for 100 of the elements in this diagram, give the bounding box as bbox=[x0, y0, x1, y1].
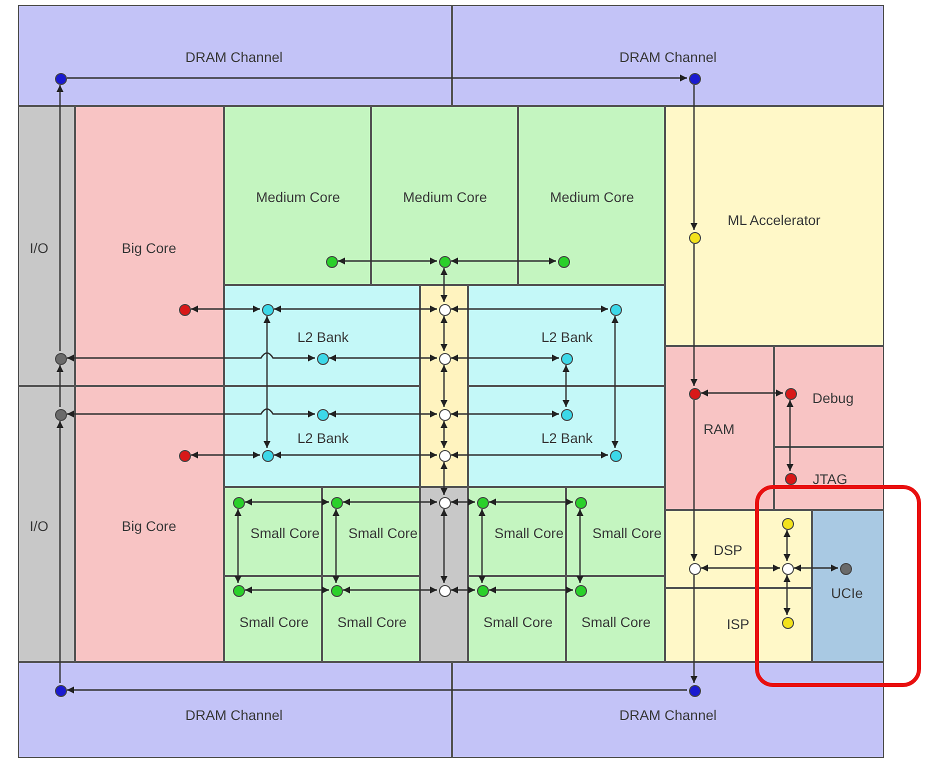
arrow bbox=[343, 586, 437, 594]
arrow bbox=[784, 530, 790, 561]
arrow bbox=[451, 354, 559, 362]
node-dot bbox=[610, 450, 622, 462]
arrow bbox=[701, 564, 780, 572]
arrow bbox=[690, 400, 698, 561]
floorplan-block bbox=[452, 5, 884, 106]
node-dot bbox=[689, 73, 701, 85]
arrow bbox=[489, 586, 573, 594]
arrow bbox=[451, 452, 608, 458]
arrow bbox=[332, 509, 340, 583]
block-label: DRAM Channel bbox=[185, 707, 283, 723]
node-dot bbox=[785, 473, 797, 485]
node-dot bbox=[439, 304, 451, 316]
arrow bbox=[489, 498, 573, 506]
arrow bbox=[191, 306, 260, 312]
node-dot bbox=[477, 497, 489, 509]
floorplan-block bbox=[420, 487, 468, 662]
block-label: L2 Bank bbox=[297, 430, 349, 446]
node-dot bbox=[785, 388, 797, 400]
arrow bbox=[67, 408, 315, 418]
node-dot bbox=[689, 685, 701, 697]
arrow bbox=[451, 410, 559, 418]
block-label: L2 Bank bbox=[297, 329, 349, 345]
arrow bbox=[56, 421, 64, 683]
node-dot bbox=[558, 256, 570, 268]
arrow bbox=[67, 74, 687, 82]
arrow bbox=[440, 462, 448, 495]
arrow bbox=[701, 390, 783, 396]
arrow bbox=[690, 575, 698, 683]
floorplan-block bbox=[224, 487, 322, 576]
arrow bbox=[329, 354, 437, 362]
block-label: ML Accelerator bbox=[728, 212, 820, 228]
node-dot bbox=[439, 256, 451, 268]
floorplan-block bbox=[468, 487, 566, 576]
block-label: Small Core bbox=[337, 614, 407, 630]
arrow bbox=[67, 686, 687, 694]
node-dot bbox=[439, 497, 451, 509]
floorplan-block bbox=[224, 576, 322, 662]
block-label: DRAM Channel bbox=[185, 49, 283, 65]
arrow bbox=[67, 352, 315, 362]
block-label: Small Core bbox=[483, 614, 553, 630]
node-dot bbox=[331, 585, 343, 597]
floorplan-block bbox=[18, 662, 452, 758]
block-label: Big Core bbox=[122, 240, 176, 256]
arrow bbox=[690, 85, 698, 230]
floorplan-block bbox=[224, 386, 420, 487]
node-dot bbox=[262, 450, 274, 462]
block-label: UCIe bbox=[831, 585, 863, 601]
node-dot bbox=[610, 304, 622, 316]
arrow bbox=[338, 258, 437, 264]
node-dot bbox=[840, 563, 852, 575]
floorplan-block bbox=[18, 386, 75, 662]
block-label: JTAG bbox=[812, 471, 848, 487]
arrow bbox=[274, 452, 437, 458]
block-label: ISP bbox=[726, 616, 750, 632]
node-dot bbox=[689, 388, 701, 400]
floorplan-block bbox=[665, 510, 812, 588]
block-label: DRAM Channel bbox=[619, 49, 717, 65]
floorplan-block bbox=[18, 5, 452, 106]
floorplan-block bbox=[774, 346, 884, 447]
node-dot bbox=[331, 497, 343, 509]
floorplan-block bbox=[665, 588, 812, 662]
block-label: RAM bbox=[703, 421, 735, 437]
arrow bbox=[440, 365, 448, 407]
block-label: Medium Core bbox=[550, 189, 634, 205]
floorplan-block bbox=[665, 346, 774, 510]
node-dot bbox=[575, 497, 587, 509]
arrow bbox=[245, 586, 329, 594]
node-dot bbox=[326, 256, 338, 268]
floorplan-block bbox=[75, 386, 224, 662]
node-dot bbox=[439, 409, 451, 421]
floorplan-block bbox=[566, 487, 665, 576]
node-dot bbox=[55, 73, 67, 85]
arrow bbox=[343, 498, 437, 506]
node-dot bbox=[439, 585, 451, 597]
node-dot bbox=[179, 304, 191, 316]
node-dot bbox=[439, 353, 451, 365]
arrow bbox=[576, 509, 584, 583]
block-label: DRAM Channel bbox=[619, 707, 717, 723]
arrow bbox=[56, 85, 64, 351]
node-dot bbox=[575, 585, 587, 597]
arrow bbox=[191, 452, 260, 458]
block-label: Small Core bbox=[494, 525, 564, 541]
node-dot bbox=[317, 353, 329, 365]
node-dot bbox=[782, 563, 794, 575]
arrow bbox=[274, 306, 437, 312]
node-dot bbox=[233, 585, 245, 597]
arrow bbox=[451, 306, 608, 312]
block-label: L2 Bank bbox=[541, 430, 593, 446]
floorplan-block bbox=[224, 106, 371, 285]
arrow bbox=[440, 316, 448, 351]
arrow bbox=[451, 258, 556, 264]
block-label: Small Core bbox=[592, 525, 662, 541]
arrow bbox=[794, 564, 838, 572]
block-label: I/O bbox=[30, 240, 48, 256]
block-label: Small Core bbox=[348, 525, 418, 541]
node-dot bbox=[689, 232, 701, 244]
node-dot bbox=[782, 617, 794, 629]
block-label: Medium Core bbox=[402, 189, 488, 205]
